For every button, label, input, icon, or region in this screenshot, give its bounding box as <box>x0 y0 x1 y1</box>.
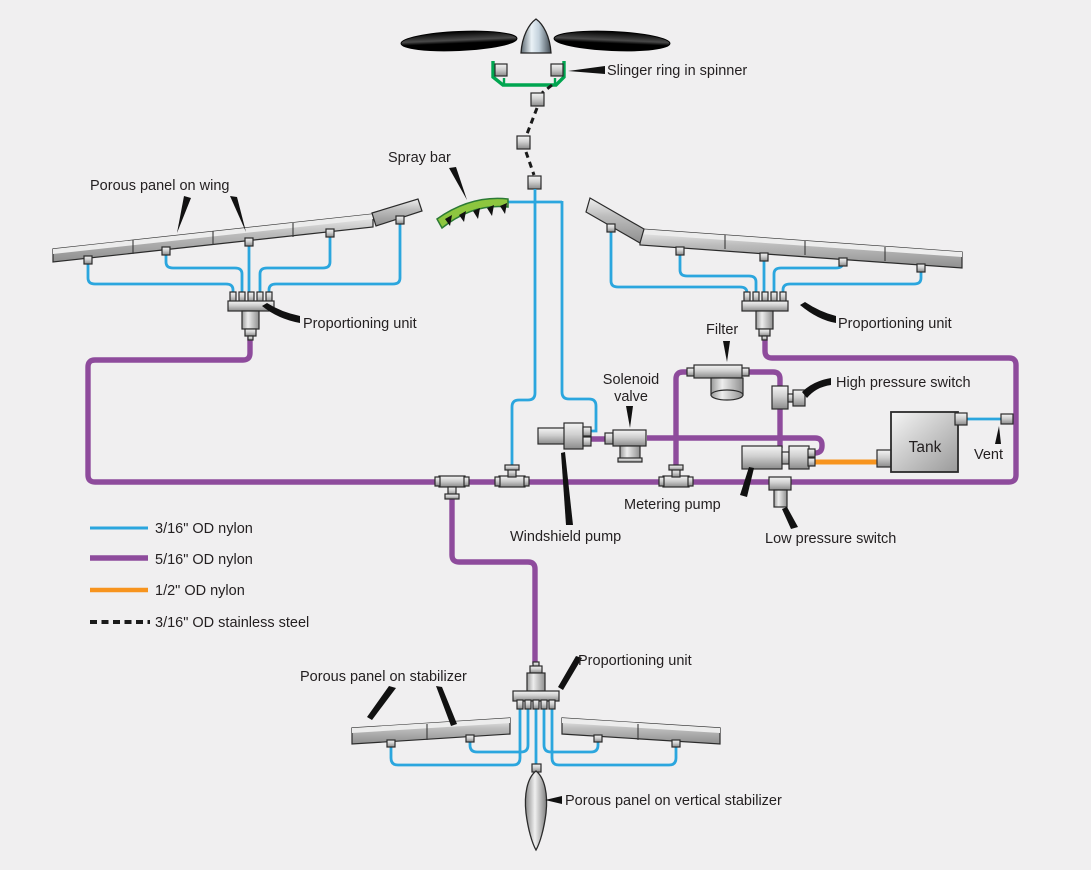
stainless-line-fittings <box>516 92 545 190</box>
legend-label-516-nylon: 5/16" OD nylon <box>155 552 253 568</box>
label-low-pressure-switch: Low pressure switch <box>765 531 896 547</box>
tee-fitting-slinger-branch <box>494 464 530 488</box>
label-filter: Filter <box>706 322 738 338</box>
propeller <box>400 18 671 54</box>
label-high-pressure-switch: High pressure switch <box>836 375 971 391</box>
spray-nozzle-jets <box>445 203 507 226</box>
legend-label-316-nylon: 3/16" OD nylon <box>155 521 253 537</box>
legend: 3/16" OD nylon 5/16" OD nylon 1/2" OD ny… <box>90 521 309 631</box>
porous-panel-stabilizer-left <box>351 717 511 748</box>
label-proportioning-unit-tail: Proportioning unit <box>578 653 692 669</box>
vent-fitting <box>1000 413 1014 425</box>
label-porous-panel-wing: Porous panel on wing <box>90 178 229 194</box>
porous-panel-left-wing <box>52 198 423 265</box>
high-pressure-switch <box>771 385 806 410</box>
legend-label-316-steel: 3/16" OD stainless steel <box>155 615 309 631</box>
metering-pump <box>741 445 816 470</box>
proportioning-unit-right <box>741 291 789 341</box>
slinger-fitting-left <box>494 63 508 77</box>
label-proportioning-unit-left: Proportioning unit <box>303 316 417 332</box>
windshield-pump <box>537 422 592 450</box>
wing-nozzles-right <box>606 223 926 273</box>
porous-panel-right-wing <box>585 197 963 273</box>
filter <box>686 364 750 401</box>
propeller-blade-left <box>400 30 518 52</box>
porous-panel-vertical-stabilizer <box>524 763 548 852</box>
solenoid-valve <box>604 429 647 463</box>
tee-fitting-tail-branch <box>434 475 470 500</box>
label-slinger-ring: Slinger ring in spinner <box>607 63 747 79</box>
label-vent: Vent <box>974 447 1003 463</box>
label-windshield-pump: Windshield pump <box>510 529 621 545</box>
propeller-blade-right <box>553 30 671 52</box>
label-proportioning-unit-right: Proportioning unit <box>838 316 952 332</box>
label-tank: Tank <box>909 439 942 456</box>
label-porous-panel-vertical-stabilizer: Porous panel on vertical stabilizer <box>565 793 782 809</box>
slinger-fitting-right <box>550 63 564 77</box>
spray-bar <box>436 197 509 230</box>
tee-fitting-filter-branch <box>658 464 694 488</box>
proportioning-unit-left <box>227 291 275 341</box>
spinner-cone <box>520 18 552 54</box>
slinger-ring <box>491 61 566 87</box>
label-pointers <box>177 66 1001 804</box>
label-spray-bar: Spray bar <box>388 150 451 166</box>
label-solenoid-valve-1: Solenoid <box>603 372 659 388</box>
stainless-steel-line <box>524 83 553 176</box>
proportioning-unit-tail <box>512 661 560 710</box>
wing-nozzles-left <box>83 215 405 265</box>
label-solenoid-valve-2: valve <box>614 389 648 405</box>
low-pressure-switch <box>768 476 792 508</box>
legend-label-12-nylon: 1/2" OD nylon <box>155 583 245 599</box>
porous-panel-stabilizer-right <box>561 717 721 748</box>
label-porous-panel-stabilizer: Porous panel on stabilizer <box>300 669 467 685</box>
label-metering-pump: Metering pump <box>624 497 721 513</box>
tank <box>876 411 968 473</box>
labels: Slinger ring in spinner Spray bar Porous… <box>90 63 1003 809</box>
